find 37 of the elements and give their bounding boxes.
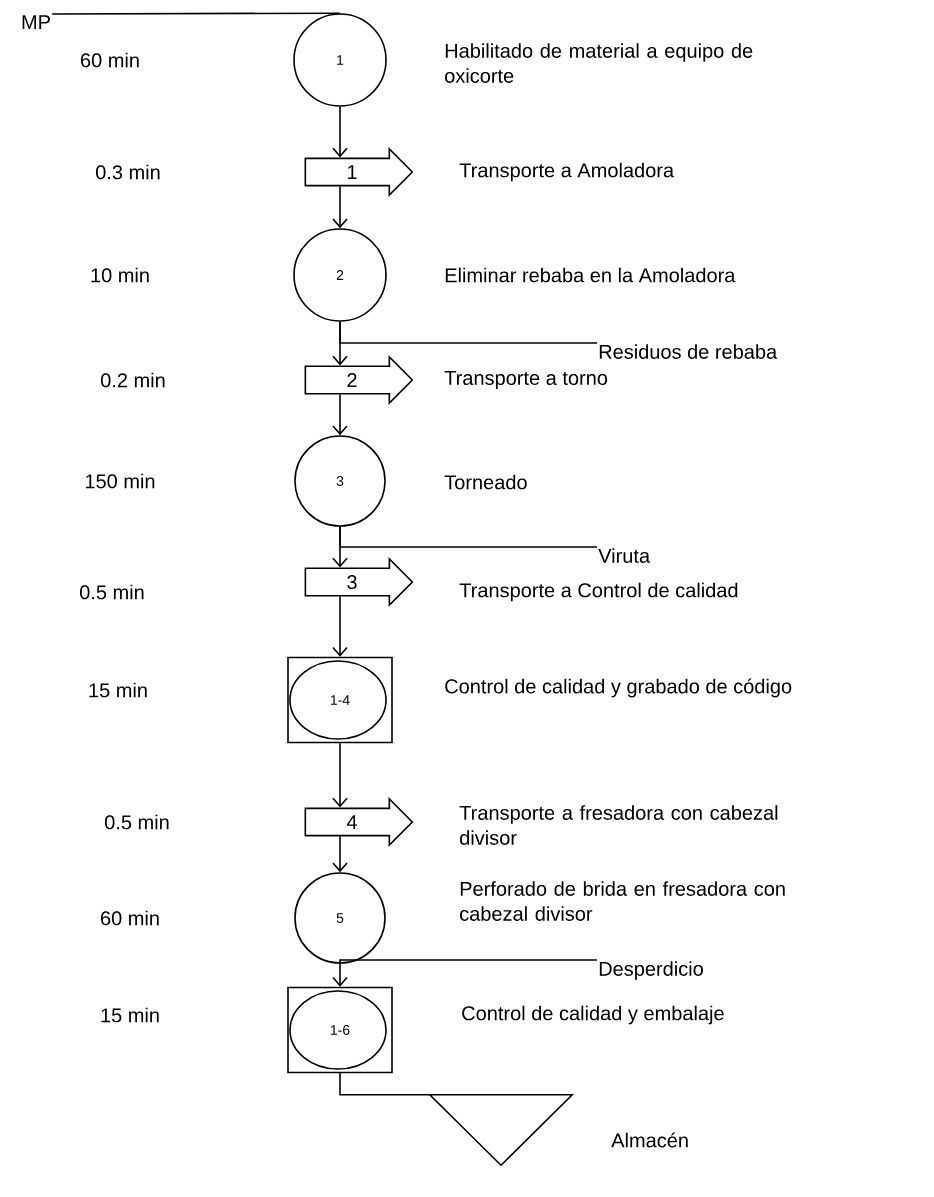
- flow-label: Desperdicio: [599, 961, 703, 980]
- step-description: Transporte a Amoladora: [459, 162, 675, 182]
- time-label: 10 min: [91, 267, 149, 283]
- flow-label: Residuos de rebaba: [599, 344, 778, 359]
- time-label: 0.3 min: [96, 164, 160, 180]
- time-label: 60 min: [101, 910, 159, 926]
- arrow: [332, 963, 348, 987]
- time-label: 15 min: [89, 682, 147, 698]
- step-description: Control de calidad y embalaje: [462, 1005, 724, 1025]
- arrow: [332, 321, 348, 366]
- time-label: 150 min: [85, 473, 155, 489]
- step-description: Transporte a fresadora con cabezal divisor: [459, 805, 778, 845]
- time-label: 60 min: [81, 52, 139, 68]
- step-description: Perforado de brida en fresadora con cabezal divisor: [460, 881, 785, 921]
- time-label: 0.5 min: [105, 814, 169, 830]
- arrow: [332, 835, 348, 873]
- arrow: [332, 106, 348, 158]
- step-description: Transporte a Control de calidad: [459, 582, 738, 602]
- storage-label: Almacén: [611, 1132, 688, 1148]
- time-label: 0.5 min: [80, 584, 144, 600]
- arrow: [332, 393, 348, 436]
- connector-line: [339, 959, 598, 965]
- step-description: Torneado: [444, 474, 527, 490]
- step-description: Transporte a torno: [444, 371, 608, 389]
- flow-label: Viruta: [598, 548, 651, 563]
- connector-line: [339, 1072, 431, 1096]
- step-description: Habilitado de material a equipo de oxicorte: [445, 43, 753, 83]
- arrow: [332, 185, 348, 229]
- step-description: Control de calidad y grabado de código: [445, 678, 792, 698]
- flow-label: MP: [22, 15, 50, 29]
- time-label: 15 min: [101, 1007, 159, 1023]
- arrow: [332, 595, 348, 657]
- step-description: Eliminar rebaba en la Amoladora: [445, 267, 736, 283]
- arrow: [332, 742, 348, 808]
- time-label: 0.2 min: [101, 372, 165, 388]
- arrow: [332, 526, 348, 568]
- connector-line: [51, 12, 341, 15]
